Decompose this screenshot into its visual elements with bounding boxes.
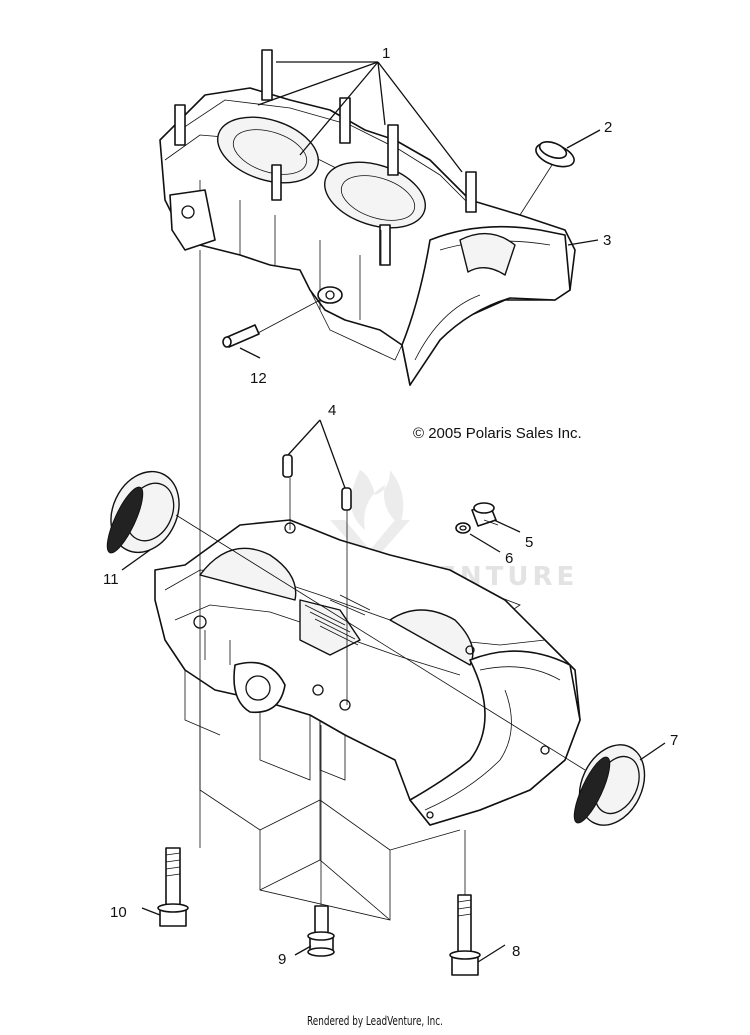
callout-12: 12	[250, 370, 267, 387]
callouts: 1 2 3 12 4 5 6 11 7 10 9 8	[103, 45, 678, 968]
seal-parts	[106, 470, 646, 826]
dowel-pin-part	[222, 324, 260, 348]
plug-part	[535, 141, 575, 168]
leader-lines	[121, 61, 666, 963]
lower-crankcase	[154, 519, 581, 921]
center-lines	[175, 164, 586, 905]
callout-7: 7	[670, 732, 678, 749]
callout-3: 3	[603, 232, 611, 249]
copyright-text: © 2005 Polaris Sales Inc.	[413, 425, 582, 442]
footer-credit: Rendered by LeadVenture, Inc.	[307, 1014, 443, 1028]
callout-4: 4	[328, 402, 336, 419]
watermark-v-icon	[330, 520, 410, 565]
callout-11: 11	[103, 571, 119, 588]
callout-6: 6	[505, 550, 513, 567]
upper-crankcase	[159, 49, 576, 386]
screw-washer-parts	[455, 502, 497, 534]
callout-2: 2	[604, 119, 612, 136]
callout-8: 8	[512, 943, 520, 960]
callout-5: 5	[525, 534, 533, 551]
bolt-parts	[157, 847, 481, 976]
callout-10: 10	[110, 904, 127, 921]
watermark-flame-icon	[351, 470, 404, 530]
callout-9: 9	[278, 951, 286, 968]
callout-1: 1	[382, 45, 390, 62]
dowel-parts	[282, 454, 352, 511]
